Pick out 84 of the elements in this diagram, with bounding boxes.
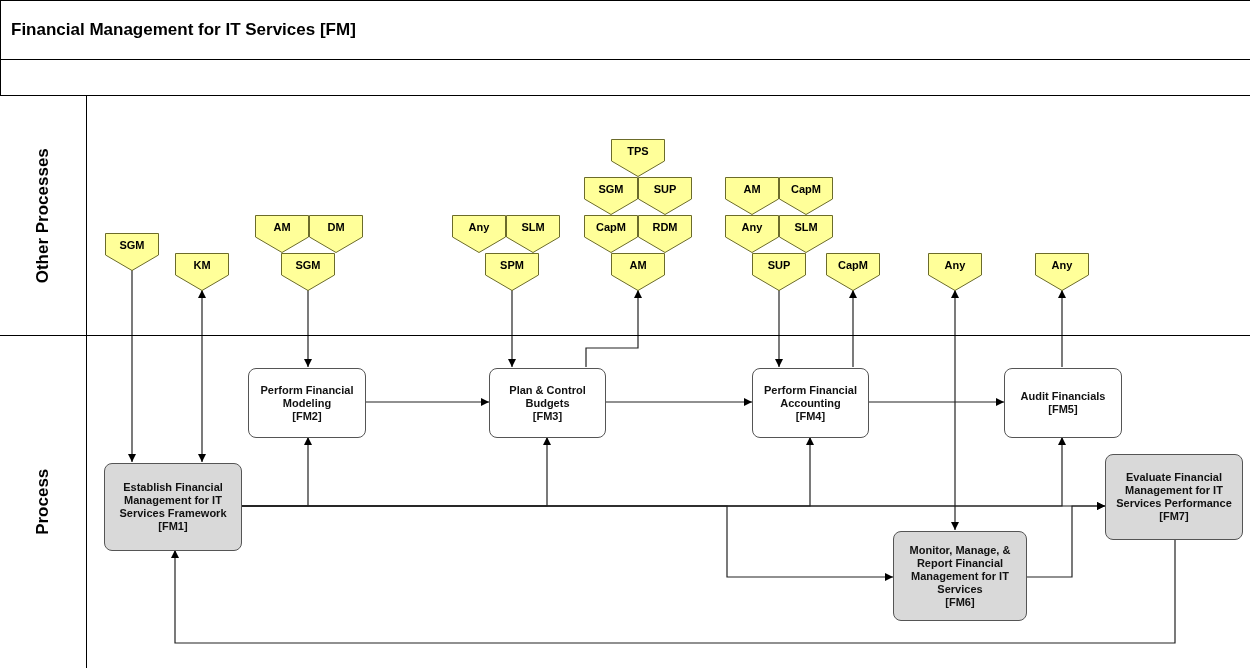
off-page-connector [175, 253, 229, 291]
process-box [104, 463, 242, 551]
off-page-connector [255, 215, 309, 253]
off-page-connector [485, 253, 539, 291]
connector-arrow [127, 269, 137, 463]
off-page-connector [584, 177, 638, 215]
process-code: SPM [500, 258, 524, 273]
process-code: SGM [598, 182, 624, 197]
process-code: CapM [596, 220, 626, 235]
process-id: [FM7] [1159, 510, 1189, 523]
off-page-connector [779, 215, 833, 253]
off-page-connector [638, 177, 692, 215]
process-code: TPS [627, 144, 649, 159]
process-id: [FM1] [158, 520, 188, 533]
off-page-connector [638, 215, 692, 253]
process-code: AM [273, 220, 291, 235]
process-id: [FM6] [945, 595, 975, 609]
process-id: [FM5] [1048, 403, 1078, 416]
process-code: Any [741, 220, 763, 235]
process-box [489, 368, 606, 438]
process-code: Any [468, 220, 490, 235]
off-page-connector [826, 253, 880, 291]
connector-arrow [848, 289, 858, 368]
connector-arrow [303, 289, 313, 368]
off-page-connector [105, 233, 159, 271]
swimlane [0, 95, 1250, 335]
off-page-connector [584, 215, 638, 253]
lane-label: Other Processes [32, 147, 54, 284]
process-name: Perform Financial Accounting [763, 383, 858, 410]
connector-arrow [365, 397, 490, 407]
off-page-connector [452, 215, 506, 253]
off-page-connector [725, 215, 779, 253]
connector-arrow [605, 397, 753, 407]
process-name: Evaluate Financial Management for IT Services Performance [1115, 471, 1233, 510]
process-name: Monitor, Manage, & Report Financial Management for IT Services [908, 543, 1012, 596]
process-code: SGM [119, 238, 145, 253]
process-id: [FM2] [292, 409, 322, 423]
off-page-connector [611, 139, 665, 177]
process-id: [FM4] [795, 409, 826, 423]
off-page-connector [725, 177, 779, 215]
process-code: SGM [295, 258, 321, 273]
process-code: AM [743, 182, 761, 197]
lane-label: Process [32, 468, 54, 536]
process-name: Establish Financial Management for IT Services Framework [118, 481, 228, 520]
connector-arrow [507, 289, 517, 368]
process-name: Perform Financial Modeling [259, 383, 355, 410]
connector-arrow [950, 289, 960, 531]
process-code: RDM [652, 220, 678, 235]
process-box [248, 368, 366, 438]
process-code: CapM [838, 258, 868, 273]
process-code: Any [944, 258, 966, 273]
off-page-connector [1035, 253, 1089, 291]
connector-arrow [585, 289, 643, 368]
process-code: Any [1051, 258, 1073, 273]
process-box [752, 368, 869, 438]
off-page-connector [281, 253, 335, 291]
connector-arrow [170, 538, 1176, 644]
off-page-connector [309, 215, 363, 253]
process-code: SLM [794, 220, 818, 235]
off-page-connector [752, 253, 806, 291]
connector-arrow [774, 289, 784, 368]
process-box [1004, 368, 1122, 438]
process-id: [FM3] [532, 409, 563, 423]
off-page-connector [611, 253, 665, 291]
process-name: Plan & Control Budgets [508, 383, 587, 410]
process-code: SUP [767, 258, 791, 273]
process-code: AM [629, 258, 647, 273]
process-code: SUP [653, 182, 677, 197]
connector-arrow [868, 397, 1005, 407]
process-box [1105, 454, 1243, 540]
process-code: DM [327, 220, 345, 235]
swimlane [0, 335, 1250, 668]
connector-arrow [1026, 501, 1106, 578]
process-box [893, 531, 1027, 621]
off-page-connector [928, 253, 982, 291]
process-code: CapM [791, 182, 821, 197]
process-code: SLM [521, 220, 545, 235]
off-page-connector [506, 215, 560, 253]
off-page-connector [779, 177, 833, 215]
process-code: KM [193, 258, 211, 273]
diagram-title: Financial Management for IT Services [FM] [11, 19, 356, 42]
connector-arrow [197, 289, 207, 463]
process-name: Audit Financials [1020, 390, 1106, 403]
connector-arrow [1057, 289, 1067, 368]
